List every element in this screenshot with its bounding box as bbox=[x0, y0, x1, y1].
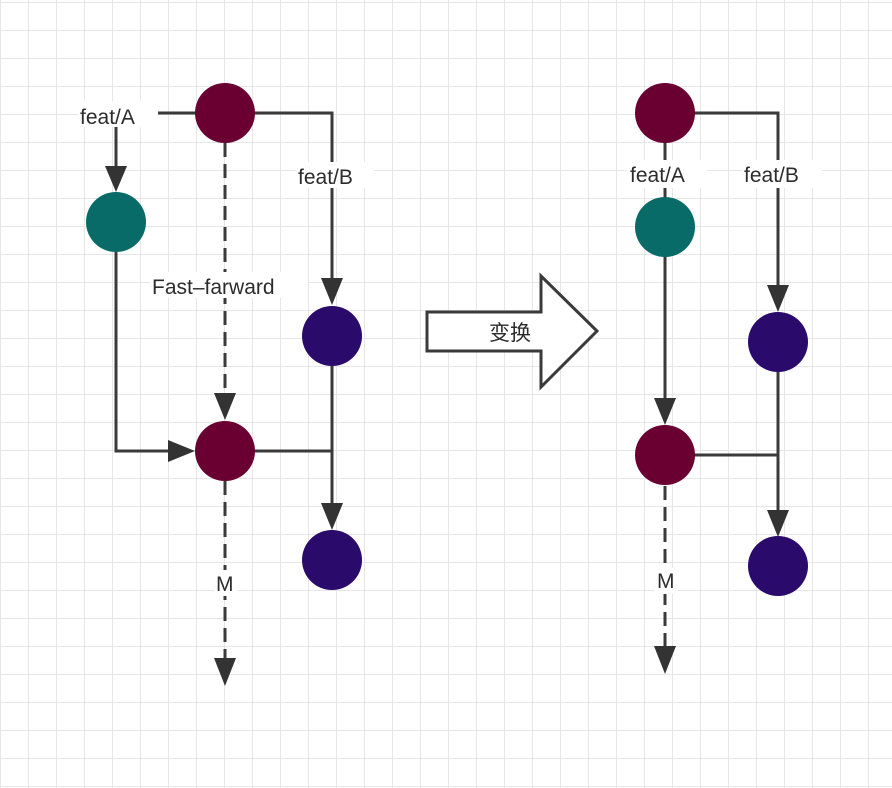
commit-node-feat-a-1[interactable] bbox=[86, 192, 146, 252]
commit-node-main-merge[interactable] bbox=[635, 425, 695, 485]
commit-node-feat-b-1[interactable] bbox=[302, 306, 362, 366]
arrowhead-fast-forward bbox=[214, 393, 236, 420]
label-feat-b: feat/B bbox=[298, 166, 353, 189]
arrowhead-feat-a bbox=[105, 166, 127, 192]
arrowhead-feat-b-1 bbox=[321, 278, 343, 305]
label-main: M bbox=[657, 570, 675, 593]
left-panel: feat/A feat/B Fast–farward M bbox=[78, 83, 374, 686]
arrowhead-merge bbox=[654, 398, 676, 425]
commit-node-main-start[interactable] bbox=[195, 83, 255, 143]
right-panel: feat/A feat/B M bbox=[627, 83, 822, 674]
edge-feat-a-to-merge bbox=[114, 252, 180, 453]
commit-node-feat-a-1[interactable] bbox=[635, 197, 695, 257]
commit-node-feat-b-2[interactable] bbox=[748, 536, 808, 596]
label-main: M bbox=[216, 573, 234, 596]
arrowhead-feat-a-merge bbox=[168, 440, 195, 462]
arrowhead-main-continue bbox=[654, 646, 676, 674]
transform-arrow: 变换 bbox=[425, 272, 600, 391]
commit-node-main-start[interactable] bbox=[635, 83, 695, 143]
arrowhead-feat-b-2 bbox=[321, 503, 343, 530]
label-feat-b: feat/B bbox=[744, 164, 799, 187]
edge-main-to-feat-b bbox=[694, 111, 780, 297]
transform-arrow-label: 变换 bbox=[489, 321, 531, 345]
commit-node-feat-b-1[interactable] bbox=[748, 312, 808, 372]
label-fast-forward: Fast–farward bbox=[152, 276, 275, 299]
commit-node-feat-b-2[interactable] bbox=[302, 530, 362, 590]
big-right-arrow-shape bbox=[425, 272, 600, 391]
arrowhead-feat-b-1 bbox=[767, 285, 789, 312]
arrowhead-feat-b-2 bbox=[767, 510, 789, 537]
label-feat-a: feat/A bbox=[630, 164, 685, 187]
arrowhead-main-continue bbox=[214, 658, 236, 686]
commit-node-main-merge[interactable] bbox=[195, 421, 255, 481]
edge-main-to-feat-b bbox=[254, 111, 334, 290]
label-feat-a: feat/A bbox=[80, 106, 135, 129]
